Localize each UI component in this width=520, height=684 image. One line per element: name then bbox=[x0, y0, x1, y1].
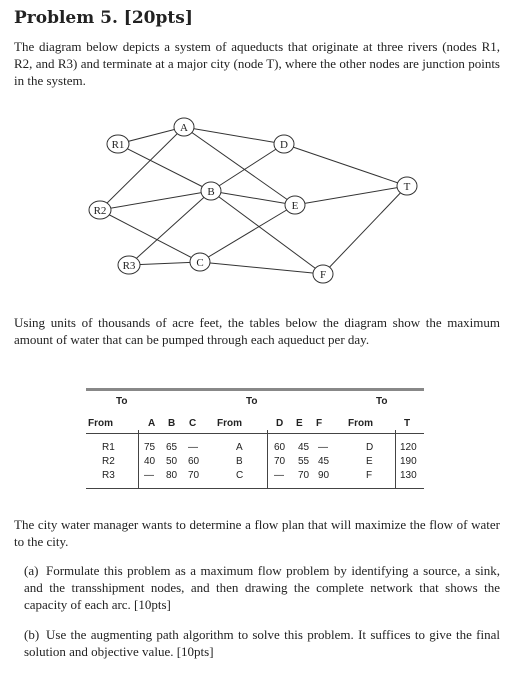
t1-cell: — bbox=[188, 442, 198, 453]
node-a bbox=[173, 117, 195, 137]
t3-cell: 130 bbox=[400, 470, 417, 481]
node-e bbox=[284, 195, 306, 215]
t2-cell: 70 bbox=[298, 470, 310, 481]
t2-cell: 70 bbox=[274, 456, 286, 467]
t3-row-from: F bbox=[366, 470, 373, 481]
t2-cell: 90 bbox=[318, 470, 330, 481]
t1-row-from: R2 bbox=[102, 456, 115, 467]
node-label-a: A bbox=[180, 122, 188, 134]
table-top-rule bbox=[86, 388, 424, 391]
t1-cell: — bbox=[144, 470, 154, 481]
node-t bbox=[396, 176, 418, 196]
node-label-r2: R2 bbox=[94, 205, 107, 217]
problem-title: Problem 5. [20pts] bbox=[14, 8, 193, 28]
t1-cell: 60 bbox=[188, 456, 200, 467]
t2-cell: — bbox=[318, 442, 328, 453]
node-label-e: E bbox=[292, 200, 299, 212]
t1-to-label: To bbox=[116, 396, 128, 407]
part-a: (a)Formulate this problem as a maximum f… bbox=[24, 562, 500, 613]
part-b-label: (b) bbox=[24, 627, 40, 642]
t2-row-from: C bbox=[236, 470, 244, 481]
t1-row-from: R1 bbox=[102, 442, 115, 453]
node-label-d: D bbox=[280, 139, 288, 151]
node-c bbox=[189, 252, 211, 272]
t2-cell: 55 bbox=[298, 456, 310, 467]
t1-cell: 75 bbox=[144, 442, 156, 453]
part-b-text: Use the augmenting path algorithm to sol… bbox=[24, 627, 500, 659]
t2-row-from: A bbox=[236, 442, 243, 453]
intro-paragraph: The diagram below depicts a system of aq… bbox=[14, 39, 500, 88]
table-bottom-rule bbox=[86, 488, 424, 489]
t1-col-a: A bbox=[148, 418, 156, 429]
t3-row-from: E bbox=[366, 456, 373, 467]
node-label-t: T bbox=[404, 181, 411, 193]
t2-cell: 45 bbox=[298, 442, 310, 453]
node-r3 bbox=[117, 255, 141, 275]
part-a-text: Formulate this problem as a maximum flow… bbox=[24, 563, 500, 612]
t2-col-d: D bbox=[276, 418, 284, 429]
t2-col-e: E bbox=[296, 418, 303, 429]
t2-col-f: F bbox=[316, 418, 323, 429]
t1-col-c: C bbox=[189, 418, 197, 429]
t3-cell: 120 bbox=[400, 442, 417, 453]
t1-from-label: From bbox=[88, 418, 113, 429]
t2-row-from: B bbox=[236, 456, 243, 467]
t3-from-label: From bbox=[348, 418, 373, 429]
t3-to-label: To bbox=[376, 396, 388, 407]
node-f bbox=[312, 264, 334, 284]
t2-cell: 45 bbox=[318, 456, 330, 467]
node-b bbox=[200, 181, 222, 201]
goal-paragraph: The city water manager wants to determin… bbox=[14, 517, 500, 549]
node-label-c: C bbox=[196, 257, 203, 269]
t3-cell: 190 bbox=[400, 456, 417, 467]
t3-row-from: D bbox=[366, 442, 374, 453]
t1-cell: 70 bbox=[188, 470, 200, 481]
table-header-rule bbox=[86, 433, 424, 434]
t1-cell: 65 bbox=[166, 442, 178, 453]
t2-cell: — bbox=[274, 470, 284, 481]
part-a-label: (a) bbox=[24, 563, 39, 578]
node-r1 bbox=[106, 134, 130, 154]
t1-cell: 80 bbox=[166, 470, 178, 481]
t2-to-label: To bbox=[246, 396, 258, 407]
t1-cell: 40 bbox=[144, 456, 156, 467]
node-r2 bbox=[88, 200, 112, 220]
units-paragraph: Using units of thousands of acre feet, t… bbox=[14, 315, 500, 347]
t3-col-t: T bbox=[404, 418, 411, 429]
node-label-r1: R1 bbox=[112, 139, 125, 151]
t1-cell: 50 bbox=[166, 456, 178, 467]
part-b: (b)Use the augmenting path algorithm to … bbox=[24, 626, 500, 660]
t1-row-from: R3 bbox=[102, 470, 115, 481]
node-label-f: F bbox=[320, 269, 326, 281]
t2-from-label: From bbox=[217, 418, 242, 429]
capacity-tables: To From A B C R1 R2 R3 75 65 — 40 50 60 … bbox=[86, 388, 424, 490]
node-label-b: B bbox=[207, 186, 214, 198]
aqueduct-diagram: R1 R2 R3 A B C D E F T bbox=[88, 117, 418, 284]
node-d bbox=[273, 134, 295, 154]
t2-cell: 60 bbox=[274, 442, 286, 453]
t1-col-b: B bbox=[168, 418, 176, 429]
node-label-r3: R3 bbox=[123, 260, 136, 272]
